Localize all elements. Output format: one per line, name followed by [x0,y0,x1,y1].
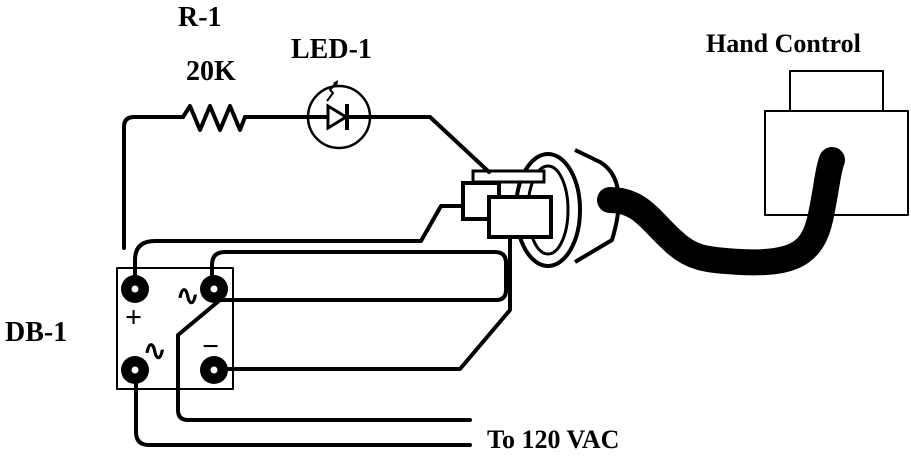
hand-control-label: Hand Control [706,29,861,58]
bridge-rectifier [116,267,234,390]
resistor-r1 [181,104,247,132]
wire-led-plug [367,115,491,174]
plus-terminal-label: + [125,301,142,334]
led-id-label: LED-1 [291,34,372,65]
wire-ac-supply [134,369,472,447]
wire-top-left [122,115,185,250]
plug-connector [461,148,621,268]
resistor-id-label: R-1 [178,2,222,33]
ac-bottom-terminal-label: ∿ [143,336,166,367]
supply-label: To 120 VAC [487,425,619,454]
control-cable [597,147,845,276]
wire-ac-plug [176,250,508,422]
wire-plus-plug [133,204,465,285]
bridge-id-label: DB-1 [5,317,67,348]
ac-top-terminal-label: ∿ [176,281,199,312]
hand-control [764,70,909,216]
resistor-value-label: 20K [186,56,236,87]
wire-minus-plug [213,235,512,371]
led-d1 [306,80,372,150]
minus-terminal-label: − [202,330,219,363]
